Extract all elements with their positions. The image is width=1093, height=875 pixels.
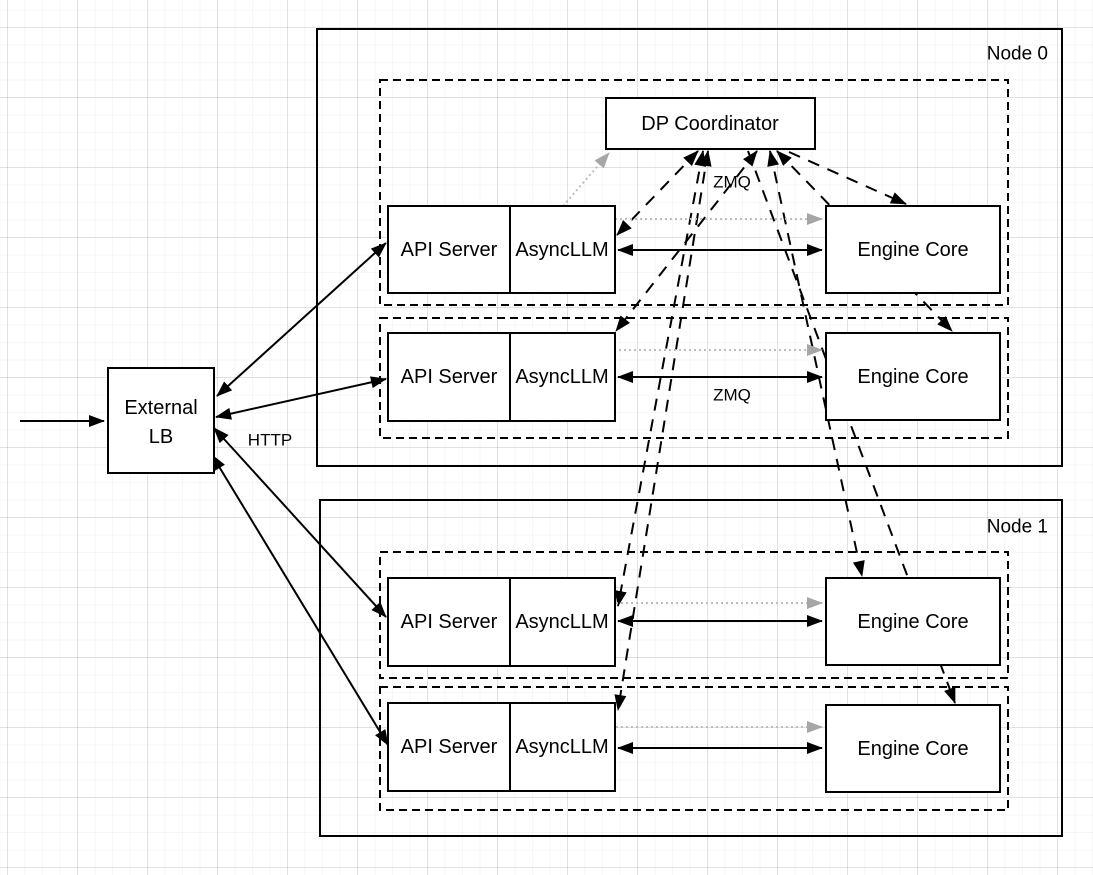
edge-coordinator-engine-n0r1[interactable]: [788, 151, 907, 205]
asyncllm-label-n0r1: AsyncLLM: [515, 239, 608, 261]
api-asyncllm-box-n1r2[interactable]: API Server AsyncLLM: [387, 702, 616, 792]
edge-coordinator-asyncllm-n0r1[interactable]: [616, 150, 699, 236]
dp-coordinator-label: DP Coordinator: [641, 113, 779, 135]
api-asyncllm-box-n0r2[interactable]: API Server AsyncLLM: [387, 332, 616, 422]
edge-lb-api-n0r2[interactable]: [215, 376, 387, 420]
api-server-label-n1r1: API Server: [401, 611, 498, 633]
asyncllm-label-n0r2: AsyncLLM: [515, 366, 608, 388]
node1-label: Node 1: [987, 517, 1048, 538]
asyncllm-label-n1r2: AsyncLLM: [515, 736, 608, 758]
lb-edges: [20, 242, 389, 746]
dotted-edges: [562, 152, 823, 733]
edge-dotted-asyncllm-coordinator[interactable]: [562, 152, 610, 207]
api-server-label-n1r2: API Server: [401, 736, 498, 758]
edge-lb-api-n0r1[interactable]: [216, 242, 387, 397]
engine-core-label-n0r1: Engine Core: [857, 239, 968, 261]
zmq-coordinator-edge-label: ZMQ: [713, 173, 751, 192]
engine-core-box-n1r2[interactable]: Engine Core: [825, 704, 1001, 793]
edge-coordinator-engine-n1r1[interactable]: [767, 150, 865, 577]
node1-replica2-group[interactable]: [379, 686, 1009, 811]
asyncllm-label-n1r1: AsyncLLM: [515, 611, 608, 633]
engine-core-box-n1r1[interactable]: Engine Core: [825, 577, 1001, 666]
engine-core-label-n1r2: Engine Core: [857, 738, 968, 760]
api-server-label-n0r1: API Server: [401, 239, 498, 261]
zmq-edges: [617, 244, 823, 754]
api-asyncllm-box-n0r1[interactable]: API Server AsyncLLM: [387, 205, 616, 294]
node1-container[interactable]: [319, 499, 1063, 837]
engine-core-label-n1r1: Engine Core: [857, 611, 968, 633]
api-asyncllm-box-n1r1[interactable]: API Server AsyncLLM: [387, 577, 616, 667]
http-edge-label: HTTP: [248, 431, 292, 450]
external-lb-label-line1: External: [124, 397, 197, 419]
node0-label: Node 0: [987, 44, 1048, 65]
zmq-row-edge-label: ZMQ: [713, 386, 751, 405]
edge-coordinator-asyncllm-n1r2[interactable]: [614, 150, 712, 711]
external-lb-label-line2: LB: [149, 426, 173, 448]
edge-lb-api-n1r1[interactable]: [213, 427, 387, 618]
engine-core-box-n0r1[interactable]: Engine Core: [825, 205, 1001, 294]
node1-replica1-group[interactable]: [379, 551, 1009, 679]
api-server-label-n0r2: API Server: [401, 366, 498, 388]
node0-replica1-group[interactable]: [379, 79, 1009, 306]
external-lb-box[interactable]: External LB: [107, 367, 215, 474]
engine-core-label-n0r2: Engine Core: [857, 366, 968, 388]
edge-lb-api-n1r2[interactable]: [211, 454, 389, 746]
engine-core-box-n0r2[interactable]: Engine Core: [825, 332, 1001, 421]
node0-replica2-group[interactable]: [379, 317, 1009, 439]
node0-container[interactable]: [316, 28, 1063, 467]
dp-coordinator-box[interactable]: DP Coordinator: [605, 97, 816, 150]
